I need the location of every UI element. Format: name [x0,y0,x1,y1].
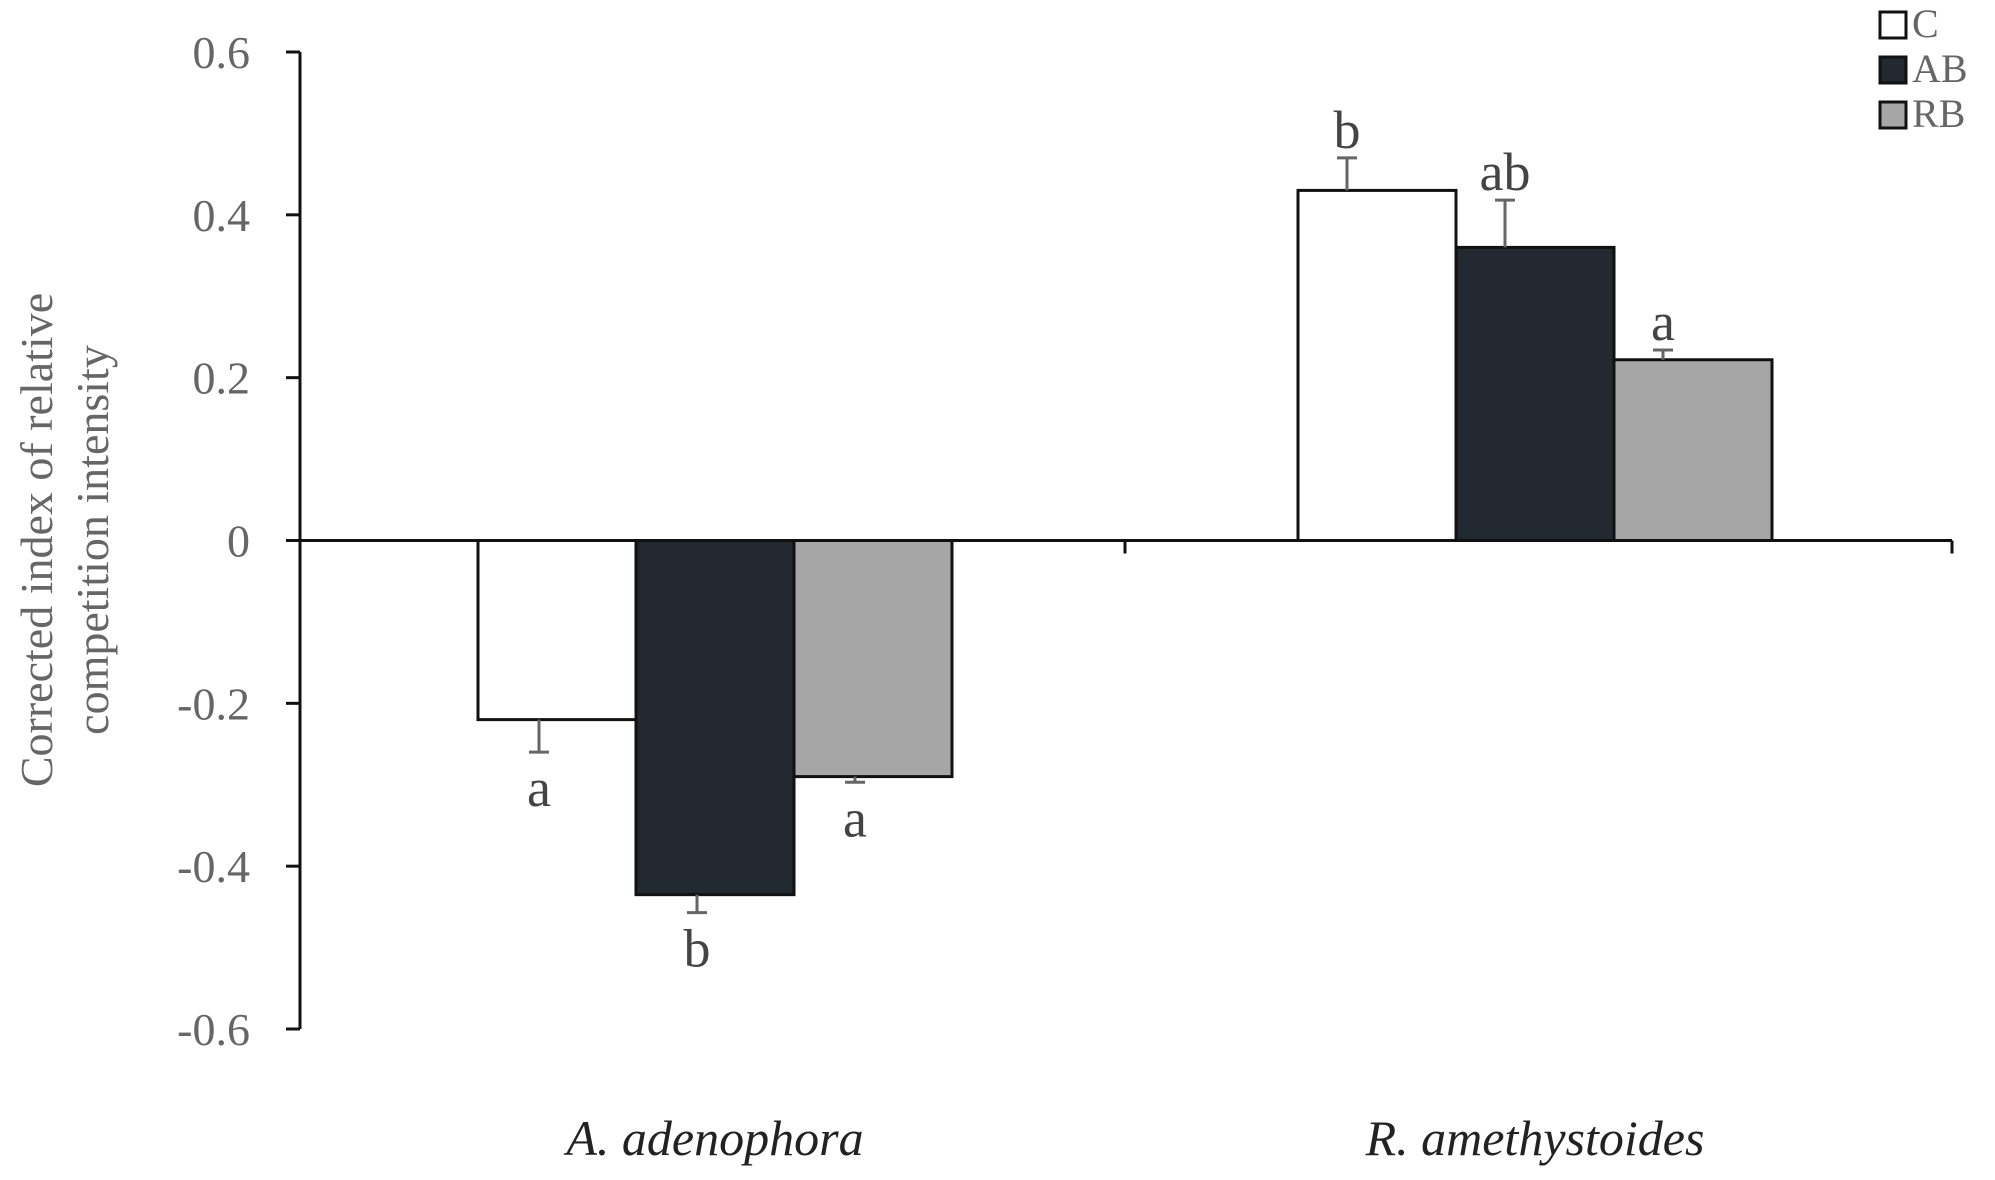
y-tick-label: -0.2 [177,678,250,729]
significance-label: ab [1480,142,1531,202]
y-tick-label: 0.2 [193,353,251,404]
significance-label: a [527,758,551,818]
y-axis-title-line: Corrected index of relative [11,293,62,787]
bar [634,539,796,897]
legend-swatch [1878,100,1908,130]
bar [476,539,638,722]
significance-label: b [684,919,711,979]
legend-label: RB [1912,91,1965,136]
legend-swatch [1878,55,1908,85]
legend-label: AB [1912,46,1968,91]
y-tick-label: -0.6 [177,1004,250,1055]
x-axis: A. adenophora R. amethystoides [300,539,1954,1166]
y-tick-label: 0.4 [193,190,251,241]
bar [1612,358,1774,542]
bar [1454,245,1616,542]
significance-label: b [1334,100,1361,160]
y-tick-label: 0 [227,516,250,567]
category-label: R. amethystoides [1365,1110,1705,1166]
y-tick-label: 0.6 [193,27,251,78]
bar [1296,188,1458,543]
significance-label: a [843,788,867,848]
y-tick-label: -0.4 [177,841,250,892]
legend-label: C [1912,1,1939,46]
significance-label: a [1651,292,1675,352]
bar [792,539,954,779]
legend-swatch [1878,10,1908,40]
y-axis-title-line: competition intensity [67,345,118,735]
y-axis: 0.6 0.4 0.2 0 -0.2 -0.4 -0.6 Corrected index of… [11,27,302,1055]
category-label: A. adenophora [563,1110,863,1166]
